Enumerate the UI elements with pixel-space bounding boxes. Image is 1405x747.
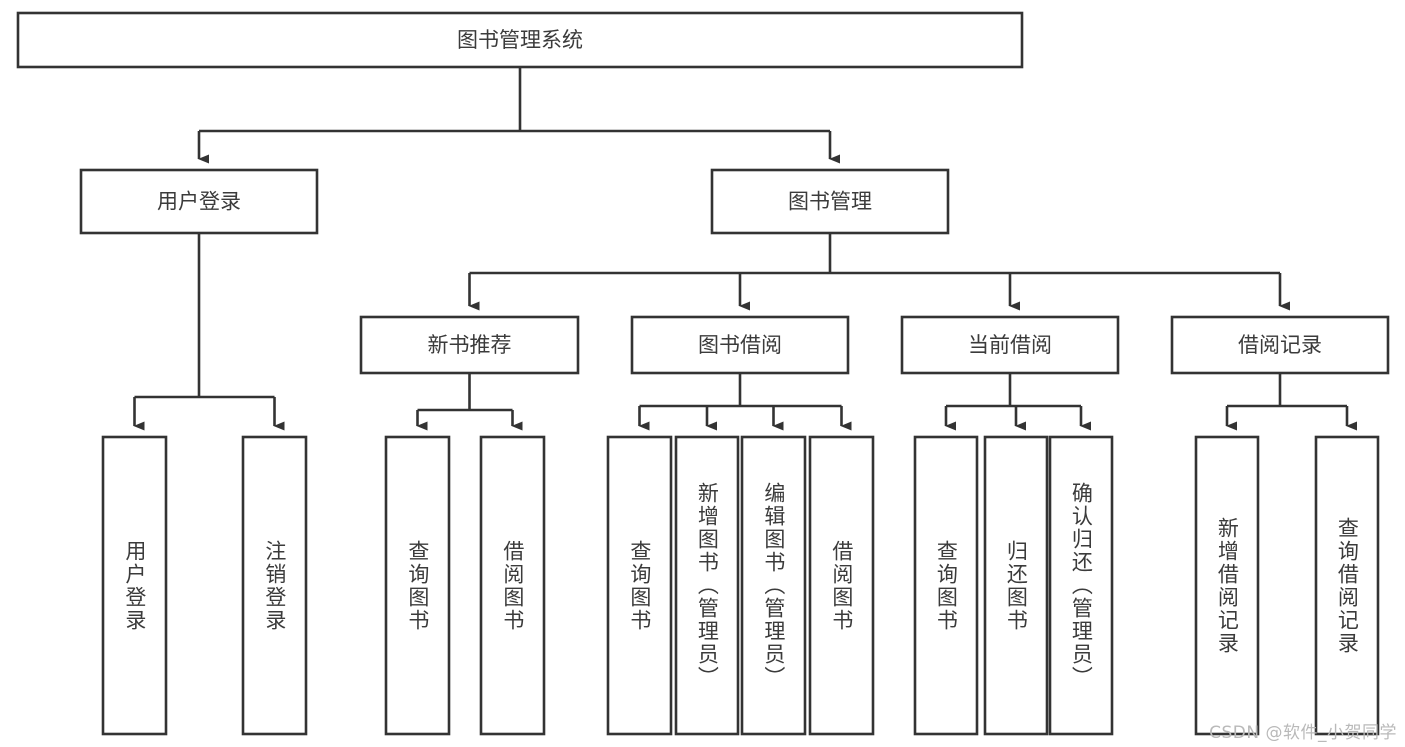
leaf-node-box-11[interactable]: [1194, 435, 1260, 736]
level2-node-box-1[interactable]: [710, 168, 950, 235]
root-node-label-0: 图书管理系统: [457, 28, 583, 52]
leaf-node-box-5[interactable]: [674, 435, 740, 736]
leaf-node-box-6[interactable]: [740, 435, 807, 736]
level3-node-box-0[interactable]: [359, 315, 580, 375]
level3-node-label-0: 新书推荐: [428, 333, 512, 357]
leaf-node-box-3[interactable]: [479, 435, 546, 736]
leaf-node-box-2[interactable]: [384, 435, 451, 736]
level3-node-box-1[interactable]: [630, 315, 850, 375]
leaf-node-box-9[interactable]: [983, 435, 1049, 736]
level3-node-box-2[interactable]: [900, 315, 1120, 375]
leaf-node-box-10[interactable]: [1048, 435, 1114, 736]
leaf-node-box-1[interactable]: [241, 435, 308, 736]
leaf-node-box-8[interactable]: [913, 435, 979, 736]
level2-node-box-0[interactable]: [79, 168, 319, 235]
watermark-text: CSDN @软件_小贺同学: [1209, 723, 1397, 743]
level3-node-label-1: 图书借阅: [698, 333, 782, 357]
level2-node-label-1: 图书管理: [788, 190, 872, 214]
leaf-node-box-7[interactable]: [808, 435, 875, 736]
leaf-node-box-4[interactable]: [606, 435, 673, 736]
leaf-node-box-12[interactable]: [1314, 435, 1380, 736]
level3-node-label-3: 借阅记录: [1238, 333, 1322, 357]
root-node-box-0[interactable]: [16, 11, 1024, 69]
level3-node-label-2: 当前借阅: [968, 333, 1052, 357]
edge-group: [133, 67, 1357, 431]
level3-node-box-3[interactable]: [1170, 315, 1390, 375]
level2-node-label-0: 用户登录: [157, 190, 241, 214]
leaf-node-box-0[interactable]: [101, 435, 168, 736]
